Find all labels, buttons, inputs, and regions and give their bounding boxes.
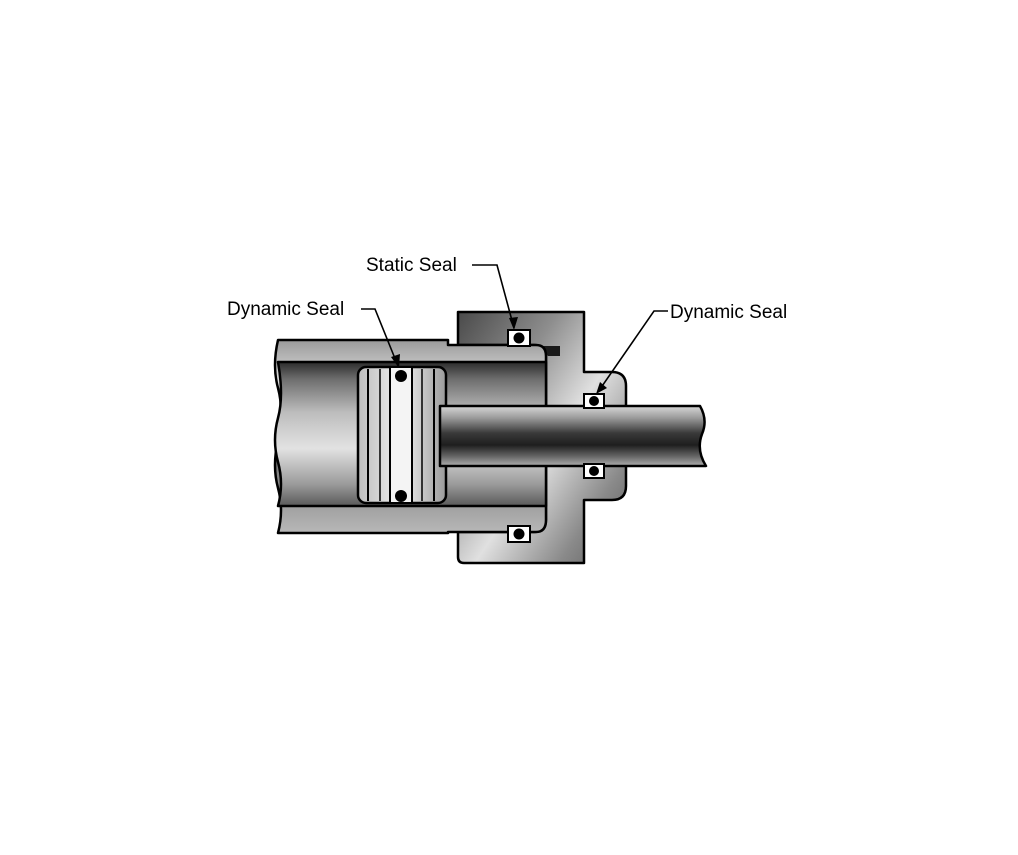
piston xyxy=(356,365,448,505)
piston-seal-top xyxy=(395,370,407,382)
static-seal-top xyxy=(507,329,531,347)
dynamic-seal-piston-label: Dynamic Seal xyxy=(227,299,344,320)
dynamic-seal-rod-leader xyxy=(597,310,668,393)
piston-rod xyxy=(438,404,708,468)
piston-seal-bottom xyxy=(395,490,407,502)
dynamic-seal-piston-arrowhead xyxy=(391,354,400,368)
static-seal-label: Static Seal xyxy=(366,255,457,276)
static-seal-arrowhead xyxy=(509,317,518,330)
dynamic-seal-rod-arrowhead xyxy=(596,382,607,394)
dynamic-seal-piston-leader xyxy=(361,308,399,367)
static-seal-leader xyxy=(472,264,515,329)
static-seal-bottom xyxy=(507,525,531,543)
rod-seal-bottom xyxy=(583,463,605,479)
dynamic-seal-rod-label: Dynamic Seal xyxy=(670,302,787,323)
rod-seal-top xyxy=(583,393,605,409)
